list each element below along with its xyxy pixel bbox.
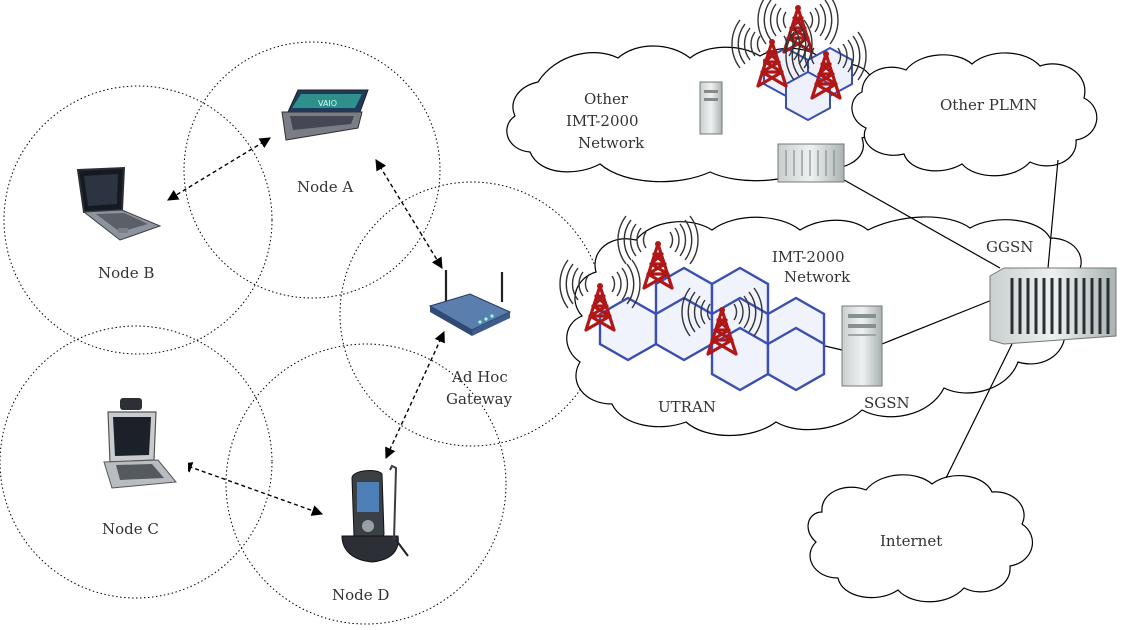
ggsn-rack-icon [989,267,1117,345]
range-node-b [3,85,273,355]
cloud-imt-2000 [566,216,1088,436]
node-b-label: Node B [98,264,154,282]
ggsn-label: GGSN [986,238,1033,256]
node-d-pda-icon [330,462,412,574]
node-b-laptop-icon [76,166,162,241]
other-plmn-label: Other PLMN [940,96,1037,114]
cloud-internet [807,474,1033,603]
utran-label: UTRAN [658,398,716,416]
labels: Node A Node B Node C Node D Ad Hoc Gatew… [98,90,1037,604]
link-gateway-node-d [385,330,445,460]
node-c-label: Node C [102,520,159,538]
node-a-label: Node A [297,178,353,196]
other-imt-label-line3: Network [578,134,645,152]
sgsn-label: SGSN [864,394,910,412]
link-node-c-node-d [180,462,324,516]
sgsn-server-icon [841,305,883,387]
other-imt-label-line1: Other [584,90,629,108]
range-node-a [183,41,441,299]
node-d-label: Node D [332,586,389,604]
other-imt-rack-icon [777,143,845,183]
link-node-a-node-b [167,137,271,201]
internet-label: Internet [880,532,942,550]
range-node-c [0,325,273,599]
gateway-label-line1: Ad Hoc [451,368,508,386]
gateway-router-icon [428,270,512,336]
link-sgsn-ggsn [881,299,993,345]
gateway-label-line2: Gateway [446,390,513,408]
node-a-laptop-icon: VAIO [281,89,369,141]
link-ggsn-internet [945,343,1013,479]
imt-2000-label-line1: IMT-2000 [772,248,845,266]
node-c-laptop-icon [92,394,188,502]
other-imt-server-icon [699,81,723,135]
range-node-d [225,343,507,625]
cloud-other-plmn [851,52,1098,177]
link-ggsn-other-plmn [1047,159,1059,269]
imt-2000-label-line2: Network [784,268,851,286]
utran-cells [598,266,826,392]
link-node-a-gateway [375,159,443,269]
link-ggsn-other-imt [829,171,1001,269]
ad-hoc-links [167,137,445,516]
other-imt-label-line2: IMT-2000 [566,112,639,130]
svg-text:VAIO: VAIO [318,99,337,108]
